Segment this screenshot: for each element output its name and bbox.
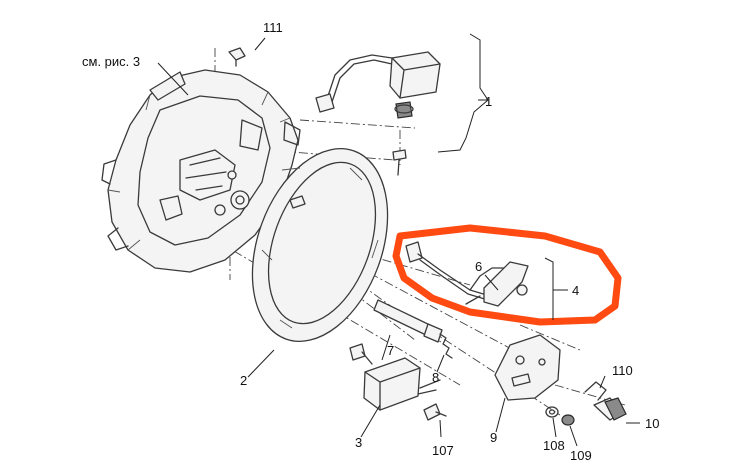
part-107-screw (423, 403, 447, 421)
socket-screw (392, 149, 407, 176)
callout-6: 6 (475, 259, 482, 274)
callout-109: 109 (570, 448, 592, 463)
part-4-6-wire-harness (405, 241, 529, 307)
highlight-outline (392, 224, 622, 326)
callout-110: 110 (612, 363, 633, 378)
callout-108: 108 (543, 438, 565, 453)
part-111-clip (228, 47, 246, 67)
callout-4: 4 (572, 283, 579, 298)
part-1-bulb-socket (315, 51, 441, 119)
callout-9: 9 (490, 430, 497, 445)
callout-3: 3 (355, 435, 362, 450)
part-108-109-washers (545, 406, 575, 426)
part-9-plate (494, 334, 561, 401)
brace-group-4 (544, 257, 554, 320)
callout-107: 107 (432, 443, 454, 458)
callout-1: 1 (485, 94, 492, 109)
part-7-8-shaft-spring (373, 299, 453, 359)
lamp-housing (101, 69, 301, 273)
callout-8: 8 (432, 370, 439, 385)
part-3-ballast (349, 343, 441, 411)
callout-10: 10 (645, 416, 659, 431)
callout-2: 2 (240, 373, 247, 388)
callout-111: 111 (263, 20, 283, 35)
part-2-reflector-ring (251, 148, 389, 342)
part-110-10-adjuster (584, 381, 627, 421)
leader-lines (157, 37, 640, 447)
reference-label: см. рис. 3 (82, 54, 140, 69)
callout-7: 7 (387, 343, 394, 358)
brace-group-1 (437, 33, 489, 153)
